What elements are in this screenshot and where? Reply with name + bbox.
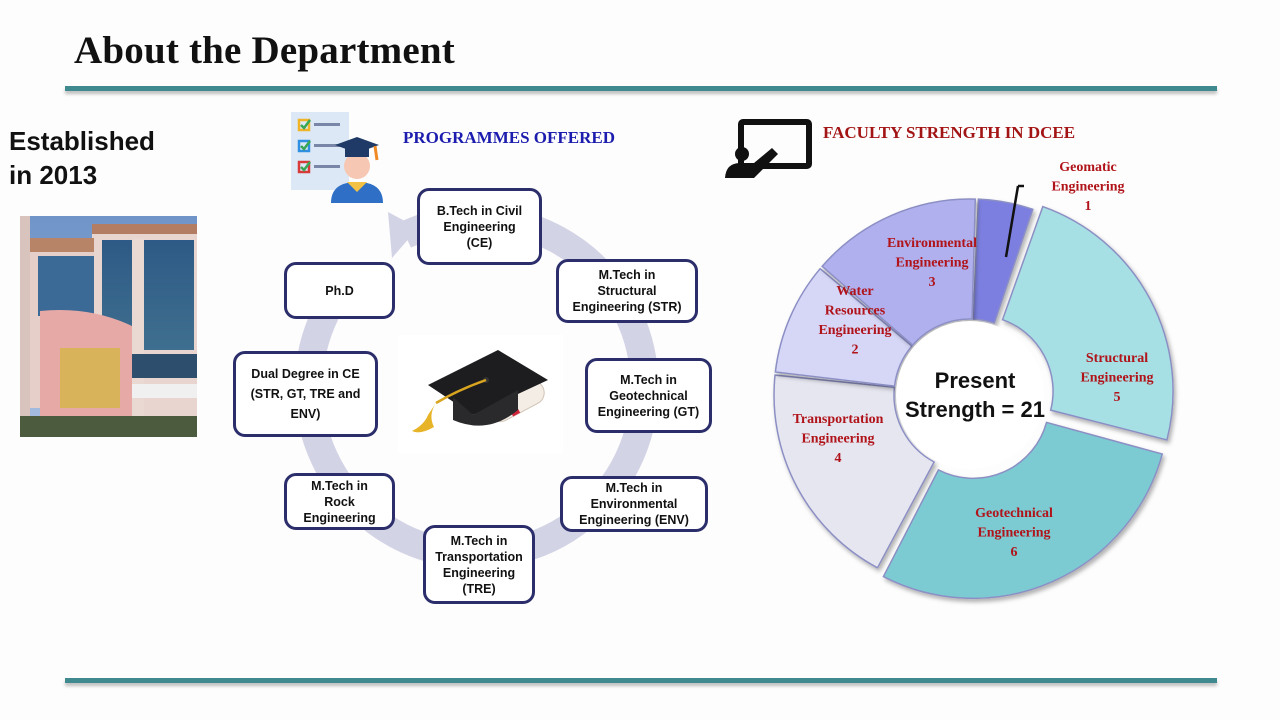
- programme-label-line: Ph.D: [325, 283, 354, 298]
- programme-label-line: Environmental: [590, 497, 678, 511]
- donut-label-line: 6: [1011, 545, 1018, 560]
- programme-label-line: ENV): [290, 407, 321, 421]
- geomatic-leader-line: [1004, 185, 1020, 258]
- programme-label-line: (TRE): [462, 581, 496, 596]
- donut-label-line: Resources: [825, 304, 886, 319]
- center-line-1: Present: [934, 368, 1016, 393]
- donut-label-line: Geomatic: [1059, 160, 1117, 175]
- teacher-board-icon: [724, 118, 814, 180]
- bottom-divider: [65, 678, 1217, 683]
- donut-label-line: Engineering: [801, 432, 874, 447]
- donut-slice-transportation-engineering: [773, 374, 936, 569]
- donut-label-line: Engineering: [1080, 371, 1153, 386]
- faculty-heading: FACULTY STRENGTH IN DCEE: [823, 123, 1076, 142]
- programme-label-line: M.Tech in: [598, 268, 656, 282]
- top-divider: [65, 86, 1217, 91]
- donut-label-line: 5: [1114, 390, 1121, 405]
- programmes-heading: PROGRAMMES OFFERED: [403, 128, 616, 147]
- donut-hole: [896, 321, 1044, 469]
- donut-slice-water-resources-engineering: [774, 267, 913, 387]
- programme-label-line: M.Tech in: [311, 478, 368, 493]
- donut-center-label: Present Strength = 21: [890, 366, 1060, 424]
- programme-label-line: Engineering (GT): [597, 404, 700, 419]
- donut-label-line: Water: [836, 284, 873, 299]
- programme-label-line: Engineering: [303, 510, 376, 525]
- donut-slice-geotechnical-engineering: [882, 421, 1164, 600]
- donut-label-line: 3: [929, 275, 936, 290]
- programme-label-line: Engineering: [443, 219, 516, 234]
- programme-label-line: M.Tech in: [450, 533, 508, 548]
- established-line-1: Established: [9, 126, 155, 156]
- donut-label-line: Transportation: [793, 412, 884, 427]
- donut-label-line: Engineering: [977, 526, 1050, 541]
- donut-label-line: 2: [852, 343, 859, 358]
- programme-label-line: Engineering (ENV): [579, 513, 689, 527]
- established-line-2: in 2013: [9, 160, 98, 190]
- programme-label-line: (CE): [466, 235, 493, 250]
- donut-label-line: Engineering: [895, 256, 968, 271]
- donut-label-line: Geotechnical: [975, 506, 1053, 521]
- programme-label-line: Engineering (STR): [572, 300, 682, 314]
- building-photo: [20, 216, 197, 437]
- graduate-checklist-icon: [289, 110, 385, 206]
- programme-label-line: Rock: [324, 494, 355, 509]
- donut-label-line: Environmental: [887, 236, 977, 251]
- programme-label-line: M.Tech in: [605, 481, 663, 495]
- slide-title: About the Department: [74, 29, 455, 72]
- donut-label-line: 4: [835, 451, 842, 466]
- center-line-2: Strength = 21: [905, 397, 1045, 422]
- programme-label-line: Engineering: [442, 565, 516, 580]
- graduation-cap-diploma-icon: [398, 335, 563, 453]
- programme-label-line: Dual Degree in CE: [251, 367, 360, 381]
- programme-label-line: Geotechnical: [609, 388, 688, 403]
- donut-label-line: Engineering: [1051, 180, 1124, 195]
- programme-label-line: B.Tech in Civil: [436, 203, 523, 218]
- programme-label-line: Structural: [597, 284, 657, 298]
- programme-label: Ph.D: [325, 283, 353, 299]
- established-text: Established in 2013: [9, 124, 155, 192]
- programme-label-line: Transportation: [435, 549, 523, 564]
- donut-label-line: 1: [1085, 199, 1092, 214]
- programme-label-line: M.Tech in: [620, 372, 677, 387]
- programme-label-line: (STR, GT, TRE and: [250, 387, 361, 401]
- donut-slice-structural-engineering: [1001, 205, 1174, 441]
- donut-slice-geomatic-engineering: [972, 198, 1034, 324]
- programme-phd: Ph.D: [284, 262, 395, 319]
- donut-slice-environmental-engineering: [821, 198, 977, 347]
- donut-label-line: Structural: [1086, 351, 1148, 366]
- donut-label-line: Engineering: [818, 323, 891, 338]
